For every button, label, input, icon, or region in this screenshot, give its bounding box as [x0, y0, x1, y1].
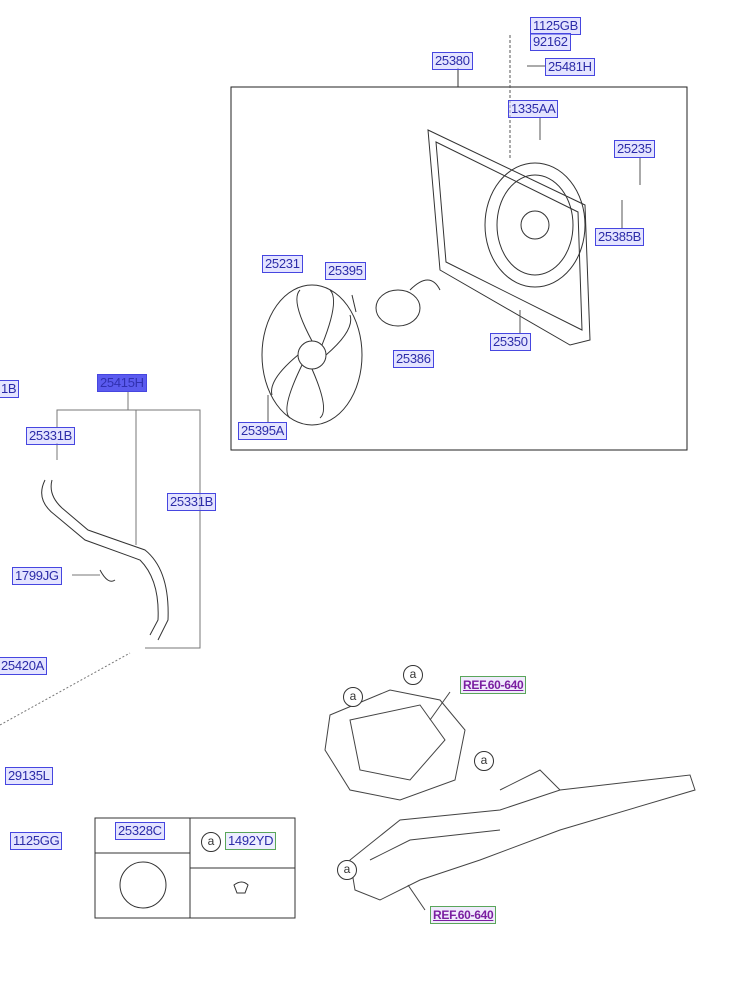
part-label-1335AA[interactable]: 1335AA [508, 100, 559, 118]
part-label-25235[interactable]: 25235 [614, 140, 655, 158]
clip-table [94, 817, 296, 919]
callout-a: a [201, 832, 221, 852]
hose-bracket-lines [0, 390, 201, 726]
callout-a: a [403, 665, 423, 685]
part-label-25386[interactable]: 25386 [393, 350, 434, 368]
part-label-25350[interactable]: 25350 [490, 333, 531, 351]
part-label-25481H[interactable]: 25481H [545, 58, 595, 76]
fan-motor [351, 279, 441, 327]
part-label-92162[interactable]: 92162 [530, 33, 571, 51]
callout-a: a [337, 860, 357, 880]
part-label-25331B-edge[interactable]: 1B [0, 380, 20, 398]
part-label-25331B[interactable]: 25331B [167, 493, 217, 511]
part-label-25328C[interactable]: 25328C [115, 822, 165, 840]
ref-link-top[interactable]: REF.60-640 [460, 676, 527, 694]
part-label-25231[interactable]: 25231 [262, 255, 303, 273]
body-frame [324, 689, 696, 911]
part-label-1799JG[interactable]: 1799JG [12, 567, 62, 585]
callout-a: a [474, 751, 494, 771]
part-label-25380[interactable]: 25380 [432, 52, 473, 70]
part-label-29135L[interactable]: 29135L [5, 767, 53, 785]
part-label-25385B[interactable]: 25385B [595, 228, 645, 246]
fan-shroud [427, 129, 591, 346]
part-label-25415H-selected[interactable]: 25415H [97, 374, 147, 392]
part-label-25331B[interactable]: 25331B [26, 427, 76, 445]
leader-lines [267, 35, 641, 422]
part-label-25420A[interactable]: 25420A [0, 657, 48, 675]
part-label-25395A[interactable]: 25395A [238, 422, 288, 440]
part-label-1125GG[interactable]: 1125GG [10, 832, 63, 850]
part-label-25395[interactable]: 25395 [325, 262, 366, 280]
fan-assembly-frame [230, 68, 688, 451]
radiator-hose [41, 479, 169, 641]
part-label-1492YD[interactable]: 1492YD [225, 832, 277, 850]
callout-a: a [343, 687, 363, 707]
ref-link-bottom[interactable]: REF.60-640 [430, 906, 497, 924]
fan-blade [261, 284, 363, 426]
